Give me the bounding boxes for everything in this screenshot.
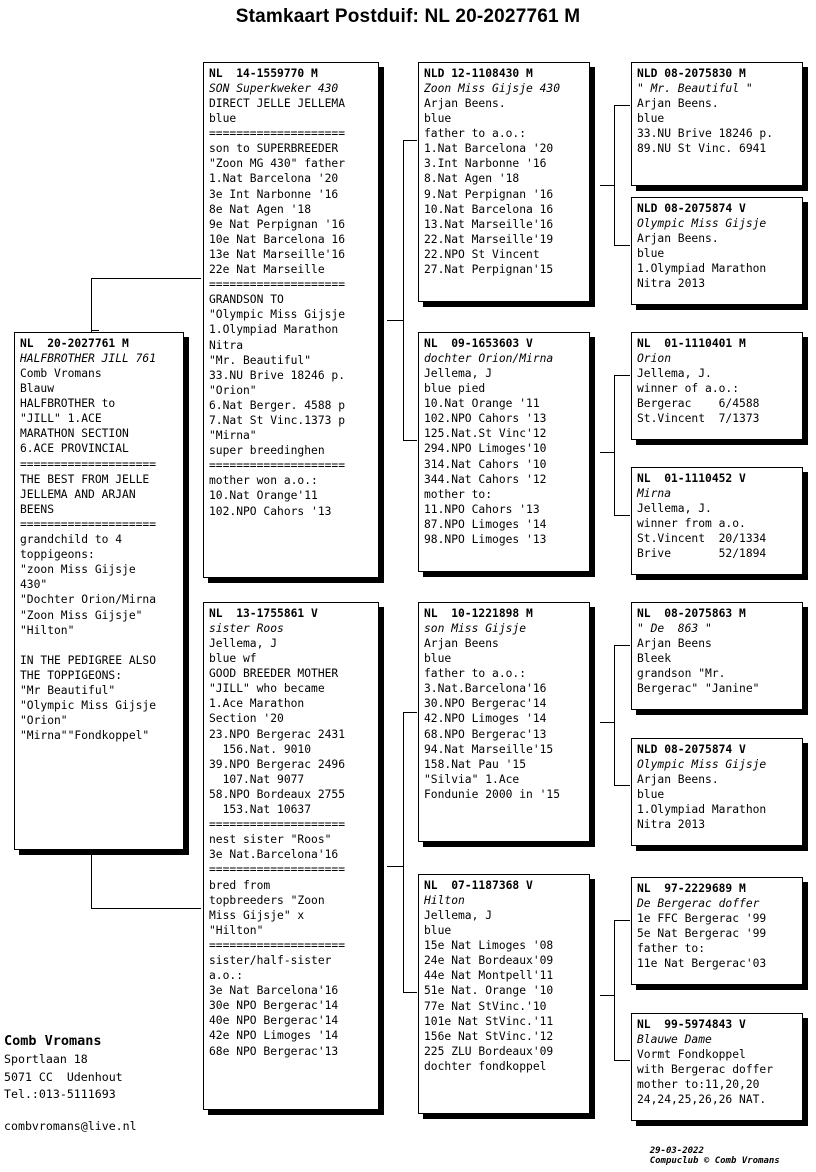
pedigree-box-father-father-father[interactable]: NLD 08-2075830 M " Mr. Beautiful " Arjan…	[631, 62, 803, 186]
ring-number: NL 14-1559770 M	[209, 67, 318, 80]
pedigree-box-father-mother-father[interactable]: NL 01-1110401 M Orion Jellema, J. winner…	[631, 332, 803, 440]
pedigree-box-mother-father[interactable]: NL 10-1221898 M son Miss Gijsje Arjan Be…	[418, 602, 590, 842]
pigeon-details: Comb Vromans Blauw HALFBROTHER to "JILL"…	[20, 367, 157, 743]
connector-mf-vertical	[614, 645, 615, 785]
connector-fm-to-fmf	[614, 375, 630, 376]
pigeon-nickname: Orion	[637, 352, 672, 365]
ring-number: NL 99-5974843 V	[637, 1018, 746, 1031]
owner-email[interactable]: combvromans@live.nl	[4, 1118, 137, 1133]
connector-mf-to-mfm	[614, 785, 630, 786]
pigeon-nickname: dochter Orion/Mirna	[424, 352, 554, 365]
connector-mm-vertical	[614, 920, 615, 1060]
pedigree-box-mother-mother-father[interactable]: NL 97-2229689 M De Bergerac doffer 1e FF…	[631, 877, 803, 985]
pigeon-details: Jellema, J blue wf GOOD BREEDER MOTHER "…	[209, 637, 346, 1058]
owner-phone: Tel.:013-5111693	[4, 1087, 116, 1101]
connector-father-vertical	[403, 140, 404, 440]
pedigree-box-father-father-mother[interactable]: NLD 08-2075874 V Olympic Miss Gijsje Arj…	[631, 197, 803, 305]
pedigree-box-mother-mother[interactable]: NL 07-1187368 V Hilton Jellema, J blue 1…	[418, 874, 590, 1114]
pigeon-nickname: Mirna	[637, 487, 672, 500]
pigeon-nickname: " Mr. Beautiful "	[637, 82, 753, 95]
pedigree-box-mother-father-mother[interactable]: NLD 08-2075874 V Olympic Miss Gijsje Arj…	[631, 738, 803, 846]
connector-mother-vertical	[403, 712, 404, 992]
pigeon-details: Arjan Beens blue father to a.o.: 3.Nat.B…	[424, 637, 561, 801]
connector-subject-stub-top	[91, 330, 99, 331]
pigeon-details: Arjan Beens. blue 1.Olympiad Marathon Ni…	[637, 232, 767, 291]
pedigree-box-father[interactable]: NL 14-1559770 M SON Superkweker 430 DIRE…	[203, 62, 379, 578]
connector-fm-vertical	[614, 375, 615, 515]
ring-number: NL 97-2229689 M	[637, 882, 746, 895]
ring-number: NL 10-1221898 M	[424, 607, 533, 620]
ring-number: NLD 08-2075874 V	[637, 202, 746, 215]
pigeon-details: DIRECT JELLE JELLEMA blue ==============…	[209, 97, 346, 518]
connector-ff-to-ffm	[614, 245, 630, 246]
pedigree-box-mother-father-father[interactable]: NL 08-2075863 M " De 863 " Arjan Beens B…	[631, 602, 803, 710]
pigeon-nickname: HALFBROTHER JILL 761	[20, 352, 157, 365]
ring-number: NL 01-1110452 V	[637, 472, 746, 485]
connector-father-in	[387, 320, 403, 321]
connector-fm-in	[600, 452, 614, 453]
page-title: Stamkaart Postduif: NL 20-2027761 M	[235, 6, 581, 27]
connector-mother-in	[387, 866, 403, 867]
pedigree-box-father-father[interactable]: NLD 12-1108430 M Zoon Miss Gijsje 430 Ar…	[418, 62, 590, 302]
connector-father-to-ff	[403, 140, 417, 141]
connector-ff-in	[600, 185, 614, 186]
owner-name: Comb Vromans	[4, 1033, 102, 1049]
pedigree-box-father-mother-mother[interactable]: NL 01-1110452 V Mirna Jellema, J. winner…	[631, 467, 803, 575]
pigeon-details: Jellema, J blue pied 10.Nat Orange '11 1…	[424, 367, 547, 547]
pigeon-details: Vormt Fondkoppel with Bergerac doffer mo…	[637, 1048, 774, 1107]
connector-fm-to-fmm	[614, 515, 630, 516]
pigeon-details: Jellema, J. winner from a.o. St.Vincent …	[637, 502, 767, 561]
pigeon-details: 1e FFC Bergerac '99 5e Nat Bergerac '99 …	[637, 912, 767, 971]
credits-date: 29-03-2022	[649, 1146, 704, 1156]
ring-number: NL 20-2027761 M	[20, 337, 129, 350]
connector-mf-to-mff	[614, 645, 630, 646]
connector-ff-to-fff	[614, 105, 630, 106]
pigeon-details: Jellema, J blue 15e Nat Limoges '08 24e …	[424, 909, 554, 1073]
pigeon-nickname: sister Roos	[209, 622, 284, 635]
ring-number: NL 08-2075863 M	[637, 607, 746, 620]
credits-line: 29-03-2022 Compuclub © Comb Vromans	[628, 1136, 816, 1172]
connector-ff-vertical	[614, 105, 615, 245]
pigeon-details: Arjan Beens Bleek grandson "Mr. Bergerac…	[637, 637, 760, 696]
pigeon-nickname: Hilton	[424, 894, 465, 907]
pedigree-box-father-mother[interactable]: NL 09-1653603 V dochter Orion/Mirna Jell…	[418, 332, 590, 572]
connector-mf-in	[600, 722, 614, 723]
owner-block: Comb Vromans Sportlaan 18 5071 CC Udenho…	[4, 1032, 214, 1135]
connector-mm-in	[600, 995, 614, 996]
owner-street: Sportlaan 18	[4, 1052, 88, 1066]
pigeon-nickname: Olympic Miss Gijsje	[637, 217, 767, 230]
connector-mm-to-mmf	[614, 920, 630, 921]
connector-mother-to-mm	[403, 992, 417, 993]
ring-number: NL 09-1653603 V	[424, 337, 533, 350]
ring-number: NL 13-1755861 V	[209, 607, 318, 620]
pigeon-details: Arjan Beens. blue father to a.o.: 1.Nat …	[424, 97, 554, 277]
pigeon-nickname: Zoon Miss Gijsje 430	[424, 82, 561, 95]
pigeon-nickname: De Bergerac doffer	[637, 897, 760, 910]
pigeon-nickname: son Miss Gijsje	[424, 622, 527, 635]
connector-mm-to-mmm	[614, 1060, 630, 1061]
pigeon-nickname: Blauwe Dame	[637, 1033, 712, 1046]
pigeon-nickname: " De 863 "	[637, 622, 712, 635]
connector-father-to-fm	[403, 440, 417, 441]
connector-subject-to-mother	[91, 908, 201, 909]
connector-mother-to-mf	[403, 712, 417, 713]
credits-software: Compuclub © Comb Vromans	[649, 1156, 780, 1166]
ring-number: NLD 12-1108430 M	[424, 67, 533, 80]
ring-number: NLD 08-2075874 V	[637, 743, 746, 756]
pigeon-details: Arjan Beens. blue 1.Olympiad Marathon Ni…	[637, 773, 767, 832]
pigeon-details: Jellema, J. winner of a.o.: Bergerac 6/4…	[637, 367, 760, 426]
connector-subject-to-father	[91, 278, 201, 279]
pigeon-details: Arjan Beens. blue 33.NU Brive 18246 p. 8…	[637, 97, 774, 156]
ring-number: NL 01-1110401 M	[637, 337, 746, 350]
ring-number: NL 07-1187368 V	[424, 879, 533, 892]
pedigree-box-subject[interactable]: NL 20-2027761 M HALFBROTHER JILL 761 Com…	[14, 332, 184, 850]
pedigree-box-mother-mother-mother[interactable]: NL 99-5974843 V Blauwe Dame Vormt Fondko…	[631, 1013, 803, 1121]
pedigree-box-mother[interactable]: NL 13-1755861 V sister Roos Jellema, J b…	[203, 602, 379, 1110]
ring-number: NLD 08-2075830 M	[637, 67, 746, 80]
owner-city: 5071 CC Udenhout	[4, 1069, 123, 1084]
pigeon-nickname: Olympic Miss Gijsje	[637, 758, 767, 771]
pigeon-nickname: SON Superkweker 430	[209, 82, 339, 95]
